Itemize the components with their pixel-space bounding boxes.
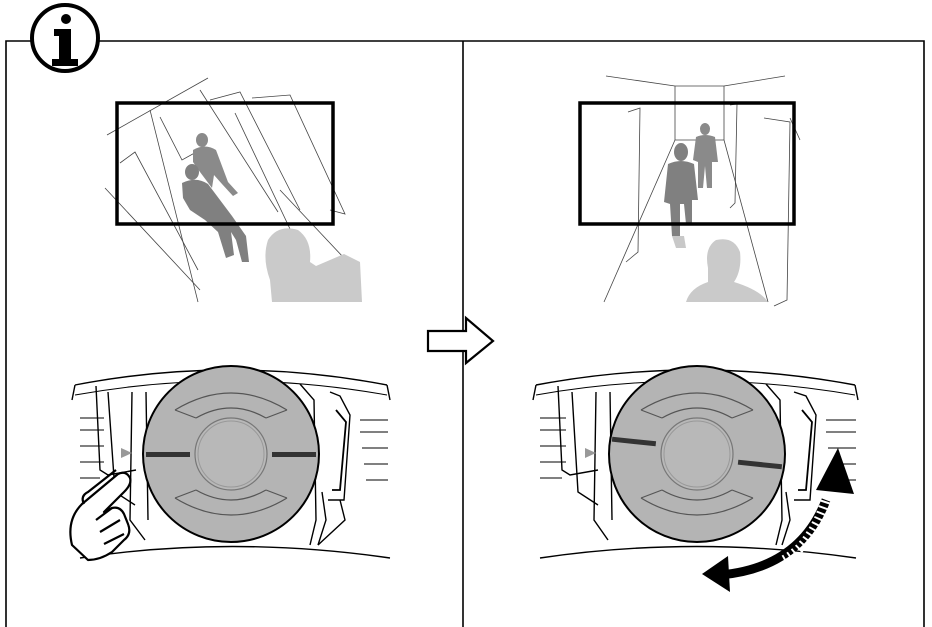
person-far	[693, 123, 718, 188]
level-camera-view	[604, 76, 800, 306]
lens-dome-right	[609, 366, 785, 542]
pressing-hand-icon	[70, 470, 130, 560]
right-arrow-icon	[428, 318, 493, 363]
info-icon	[32, 5, 98, 71]
tilted-camera-view	[105, 78, 362, 302]
view-frame-tilted	[117, 103, 333, 224]
person-near	[182, 164, 249, 262]
person-near	[664, 143, 698, 248]
lens-dome-left	[143, 366, 319, 542]
foreground-person	[686, 239, 768, 302]
foreground-person	[265, 228, 362, 302]
